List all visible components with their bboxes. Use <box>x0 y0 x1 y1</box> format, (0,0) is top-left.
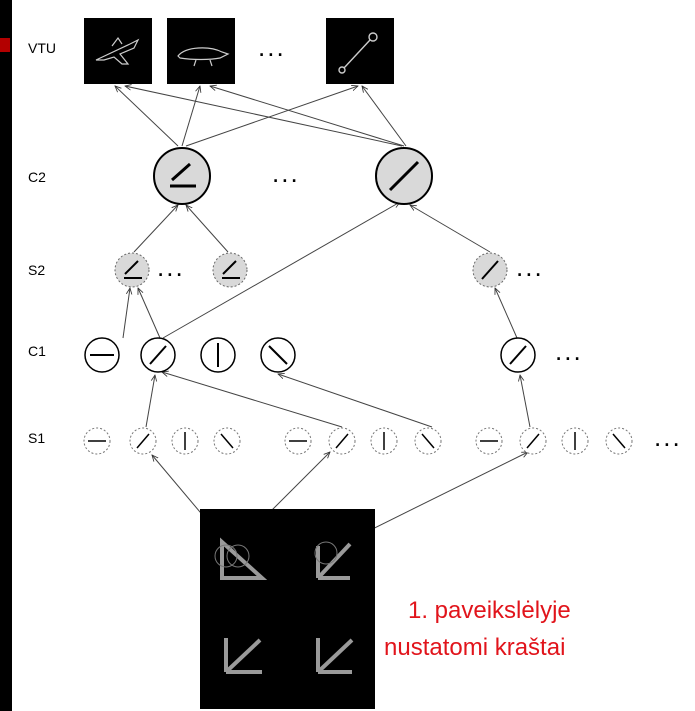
s1-ellipsis: ... <box>654 422 682 452</box>
s1-nodes <box>83 427 633 455</box>
airplane-icon <box>95 36 140 65</box>
c2-node-angle <box>153 147 211 205</box>
label-c1: C1 <box>28 343 46 359</box>
c1-ellipsis: ... <box>555 336 583 366</box>
caption-line-1: 1. paveikslėlyje <box>408 597 571 624</box>
input-image <box>200 509 375 709</box>
caption-line-2: nustatomi kraštai <box>384 634 565 661</box>
s2-node-2 <box>212 252 248 288</box>
c2-ellipsis: ... <box>272 158 300 188</box>
s2-ellipsis-left: ... <box>157 252 185 282</box>
platypus-icon <box>177 47 230 67</box>
c1-node-right <box>500 337 536 373</box>
label-s1: S1 <box>28 430 45 446</box>
s2-ellipsis-right: ... <box>516 252 544 282</box>
c1-node-diagonal <box>140 337 176 373</box>
corner-shape-2 <box>224 638 262 674</box>
c1-nodes <box>84 337 536 373</box>
connections <box>115 86 531 551</box>
red-marker <box>0 38 10 52</box>
caption: 1. paveikslėlyje nustatomi kraštai <box>376 588 681 674</box>
s2-node-3 <box>472 252 508 288</box>
label-s2: S2 <box>28 262 45 278</box>
c2-nodes: ... <box>153 147 433 205</box>
vtu-airplane <box>84 18 152 84</box>
s1-group-3 <box>475 427 633 455</box>
vtu-ellipsis: ... <box>258 32 286 62</box>
vtu-platypus <box>167 18 235 84</box>
s2-nodes: ... ... <box>114 252 544 288</box>
c1-node-vertical <box>200 337 236 373</box>
s1-group-1 <box>83 427 241 455</box>
corner-shape-3 <box>316 638 354 674</box>
s2-node-1 <box>114 252 150 288</box>
vtu-wrench <box>326 18 394 84</box>
c1-node-backslash <box>260 337 296 373</box>
c1-node-horizontal <box>84 337 120 373</box>
wrench-icon <box>338 32 378 74</box>
label-c2: C2 <box>28 169 46 185</box>
label-vtu: VTU <box>28 40 56 56</box>
c2-node-diagonal <box>375 147 433 205</box>
vtu-units: ... <box>84 18 394 84</box>
triangle-shape <box>220 537 268 580</box>
s1-group-2 <box>284 427 442 455</box>
